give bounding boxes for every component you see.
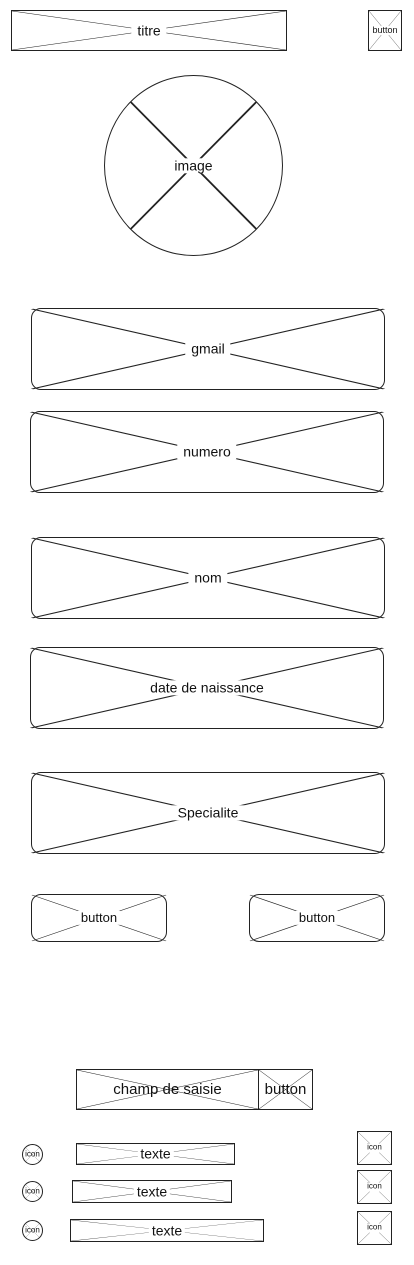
left-action-button-label: button — [77, 910, 121, 926]
gmail-field[interactable]: gmail — [30, 308, 386, 390]
list-item-icon: icon — [22, 1220, 43, 1241]
date-naissance-field-label: date de naissance — [144, 679, 270, 696]
placeholder-cross — [258, 1069, 313, 1110]
list-item-icon-label: icon — [25, 1186, 40, 1196]
search-button-label: button — [264, 1080, 307, 1098]
list-item-action-icon[interactable]: icon — [357, 1211, 392, 1245]
placeholder-cross — [25, 1223, 40, 1238]
profile-image-label: image — [168, 157, 219, 174]
list-item-text: texte — [70, 1219, 264, 1242]
right-action-button[interactable]: button — [249, 894, 385, 942]
right-action-button-label: button — [295, 910, 339, 926]
list-item-text-label: texte — [137, 1145, 174, 1162]
list-item-action-icon[interactable]: icon — [357, 1131, 392, 1165]
list-item-text-label: texte — [133, 1183, 171, 1200]
placeholder-cross — [76, 1069, 259, 1110]
nom-field[interactable]: nom — [30, 537, 386, 619]
list-item-icon-label: icon — [25, 1149, 40, 1159]
numero-field-label: numero — [177, 443, 237, 460]
nom-field-label: nom — [188, 569, 228, 586]
placeholder-cross — [25, 1184, 40, 1199]
list-item-action-icon-label: icon — [366, 1142, 383, 1153]
list-item-icon: icon — [22, 1181, 43, 1202]
list-item-action-icon-label: icon — [366, 1181, 383, 1192]
list-item-text-label: texte — [148, 1222, 186, 1239]
list-item-action-icon[interactable]: icon — [357, 1170, 392, 1204]
list-item-icon-label: icon — [25, 1225, 40, 1235]
title-bar: titre — [11, 10, 287, 51]
header-button-label: button — [371, 24, 399, 36]
search-button[interactable]: button — [258, 1069, 313, 1110]
list-item-action-icon-label: icon — [366, 1222, 383, 1233]
specialite-field-label: Specialite — [171, 804, 245, 821]
page-title: titre — [131, 22, 167, 39]
list-item-text: texte — [76, 1143, 235, 1165]
placeholder-cross — [25, 1147, 40, 1162]
date-naissance-field[interactable]: date de naissance — [29, 647, 385, 729]
numero-field[interactable]: numero — [29, 411, 385, 493]
specialite-field[interactable]: Specialite — [30, 772, 386, 854]
header-button[interactable]: button — [368, 10, 402, 51]
gmail-field-label: gmail — [185, 340, 231, 357]
search-input-label: champ de saisie — [113, 1080, 222, 1098]
left-action-button[interactable]: button — [31, 894, 167, 942]
list-item-text: texte — [72, 1180, 232, 1203]
profile-image[interactable]: image — [104, 75, 283, 256]
search-input[interactable]: champ de saisie — [76, 1069, 259, 1110]
list-item-icon: icon — [22, 1144, 43, 1165]
